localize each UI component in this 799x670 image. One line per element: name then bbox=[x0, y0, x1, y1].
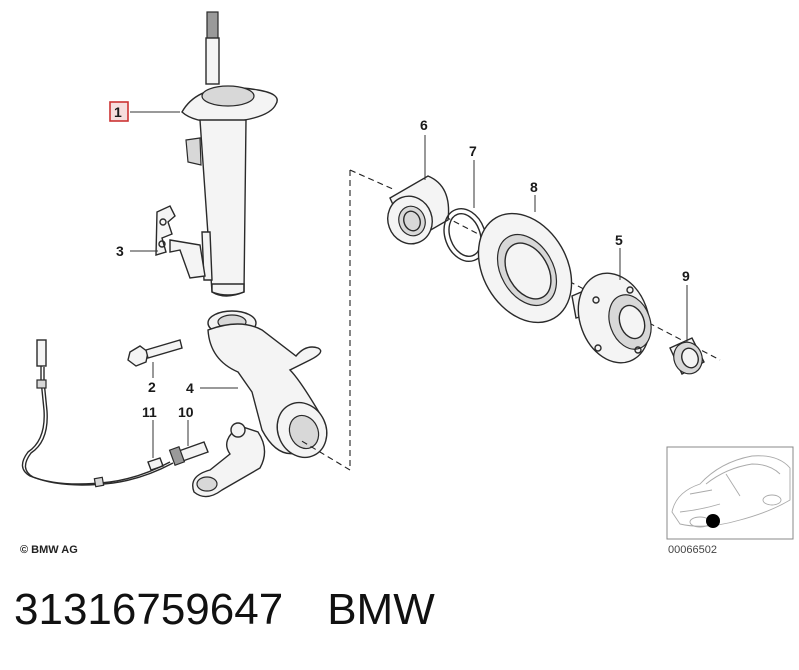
location-marker bbox=[706, 514, 720, 528]
shock-absorber-strut bbox=[181, 11, 278, 297]
strut-bracket bbox=[155, 205, 206, 279]
sensor-wire bbox=[21, 339, 174, 488]
dust-shield bbox=[477, 212, 573, 324]
hex-bolt bbox=[127, 339, 183, 367]
wheel-bearing bbox=[387, 175, 450, 245]
callout-6[interactable]: 6 bbox=[420, 117, 428, 133]
steering-knuckle bbox=[192, 310, 328, 498]
leader-lines bbox=[130, 111, 688, 458]
exploded-parts-diagram: 1 2 3 4 5 6 7 8 9 10 11 © BMW AG 0006650… bbox=[20, 11, 794, 556]
sensor-screw bbox=[147, 457, 164, 471]
callout-5[interactable]: 5 bbox=[615, 232, 623, 248]
callout-7[interactable]: 7 bbox=[469, 143, 477, 159]
copyright-label: © BMW AG bbox=[20, 544, 78, 556]
callout-11[interactable]: 11 bbox=[142, 404, 157, 420]
circlip bbox=[443, 208, 487, 262]
callout-9[interactable]: 9 bbox=[682, 268, 690, 284]
callout-10[interactable]: 10 bbox=[178, 404, 194, 420]
callout-3[interactable]: 3 bbox=[116, 243, 124, 259]
part-number: 31316759647 bbox=[14, 585, 284, 634]
wheel-hub bbox=[571, 272, 652, 364]
abs-sensor bbox=[168, 441, 209, 466]
callout-8[interactable]: 8 bbox=[530, 179, 538, 195]
vehicle-locator-inset bbox=[666, 446, 794, 540]
part-number-line: 31316759647 BMW bbox=[14, 584, 435, 636]
callout-1-highlight-box bbox=[109, 101, 129, 122]
car-silhouette bbox=[671, 455, 791, 528]
callout-2[interactable]: 2 bbox=[148, 379, 156, 395]
callout-1[interactable]: 1 bbox=[114, 104, 122, 120]
inset-code: 00066502 bbox=[668, 544, 717, 556]
collar-nut bbox=[669, 337, 705, 375]
callout-4[interactable]: 4 bbox=[186, 380, 194, 396]
brand-name: BMW bbox=[327, 585, 435, 634]
